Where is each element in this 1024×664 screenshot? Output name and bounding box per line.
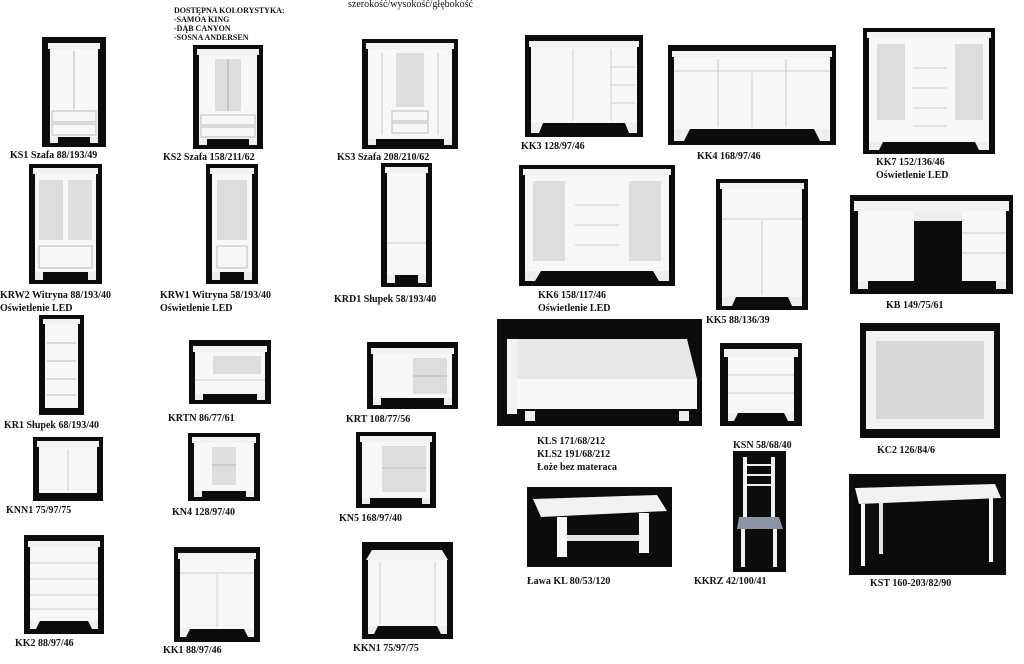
kk6-label: KK6 158/117/46 bbox=[538, 290, 607, 301]
ks3-photo bbox=[362, 39, 458, 149]
krtn-label: KRTN 86/77/61 bbox=[168, 413, 235, 424]
ks2-photo bbox=[193, 45, 263, 149]
kk2-photo bbox=[24, 535, 104, 634]
kc2-label: KC2 126/84/6 bbox=[877, 445, 936, 456]
krtn-photo bbox=[189, 340, 271, 404]
kk2-label: KK2 88/97/46 bbox=[15, 638, 74, 649]
kb-label: KB 149/75/61 bbox=[886, 300, 944, 311]
ks2-label: KS2 Szafa 158/211/62 bbox=[163, 152, 255, 163]
ksn-photo bbox=[720, 343, 802, 426]
kkn1-label: KKN1 75/97/75 bbox=[353, 643, 419, 654]
kn4-label: KN4 128/97/40 bbox=[172, 507, 236, 518]
kk3-label: KK3 128/97/46 bbox=[521, 141, 585, 152]
ks3-label: KS3 Szafa 208/210/62 bbox=[337, 152, 430, 163]
kk6-extra: Oświetlenie LED bbox=[538, 303, 611, 314]
kk5-photo bbox=[716, 179, 808, 310]
krw2-label: KRW2 Witryna 88/193/40 bbox=[0, 290, 111, 301]
kk4-photo bbox=[668, 45, 836, 145]
kls-extra2: Łoże bez materaca bbox=[537, 462, 617, 473]
kk6-photo bbox=[519, 165, 675, 286]
kk3-photo bbox=[525, 35, 643, 137]
krw1-extra: Oświetlenie LED bbox=[160, 303, 233, 314]
color-option: -DĄB CANYON bbox=[174, 24, 231, 33]
kk7-label: KK7 152/136/46 bbox=[876, 157, 945, 168]
ks1-photo bbox=[42, 37, 106, 147]
color-option: -SOSNA ANDERSEN bbox=[174, 33, 249, 42]
kn5-photo bbox=[356, 432, 436, 508]
kst-label: KST 160-203/82/90 bbox=[870, 578, 952, 589]
kb-photo bbox=[850, 195, 1013, 294]
kls-extra: KLS2 191/68/212 bbox=[537, 449, 611, 460]
kkrz-photo bbox=[733, 451, 786, 572]
krd1-label: KRD1 Słupek 58/193/40 bbox=[334, 294, 437, 305]
kkrz-label: KKRZ 42/100/41 bbox=[694, 576, 767, 587]
kk1-label: KK1 88/97/46 bbox=[163, 645, 222, 656]
krw1-label: KRW1 Witryna 58/193/40 bbox=[160, 290, 271, 301]
knn1-photo bbox=[33, 437, 103, 501]
kl-photo bbox=[527, 487, 672, 567]
ksn-label: KSN 58/68/40 bbox=[733, 440, 792, 451]
krw2-photo bbox=[29, 164, 102, 284]
kl-label: Ława KL 80/53/120 bbox=[527, 576, 611, 587]
dimensions-legend: szerokość/wysokość/głębokość bbox=[348, 0, 473, 10]
kk1-photo bbox=[174, 547, 260, 642]
krt-label: KRT 108/77/56 bbox=[346, 414, 411, 425]
kkn1-photo bbox=[362, 542, 453, 639]
krw1-photo bbox=[206, 164, 258, 284]
ks1-label: KS1 Szafa 88/193/49 bbox=[10, 150, 98, 161]
colors-title: DOSTĘPNA KOLORYSTYKA: bbox=[174, 6, 285, 15]
kc2-photo bbox=[860, 323, 1000, 438]
krt-photo bbox=[367, 342, 458, 409]
krw2-extra: Oświetlenie LED bbox=[0, 303, 73, 314]
color-option: -SAMOA KING bbox=[174, 15, 230, 24]
kls-photo bbox=[497, 319, 702, 426]
kn5-label: KN5 168/97/40 bbox=[339, 513, 403, 524]
kst-photo bbox=[849, 474, 1006, 575]
kls-label: KLS 171/68/212 bbox=[537, 436, 606, 447]
kk5-label: KK5 88/136/39 bbox=[706, 315, 770, 326]
kn4-photo bbox=[188, 433, 260, 501]
kk7-photo bbox=[863, 28, 995, 154]
krd1-photo bbox=[381, 163, 432, 287]
kr1-label: KR1 Słupek 68/193/40 bbox=[4, 420, 100, 431]
kr1-photo bbox=[39, 315, 84, 415]
kk7-extra: Oświetlenie LED bbox=[876, 170, 949, 181]
knn1-label: KNN1 75/97/75 bbox=[6, 505, 72, 516]
kk4-label: KK4 168/97/46 bbox=[697, 151, 761, 162]
